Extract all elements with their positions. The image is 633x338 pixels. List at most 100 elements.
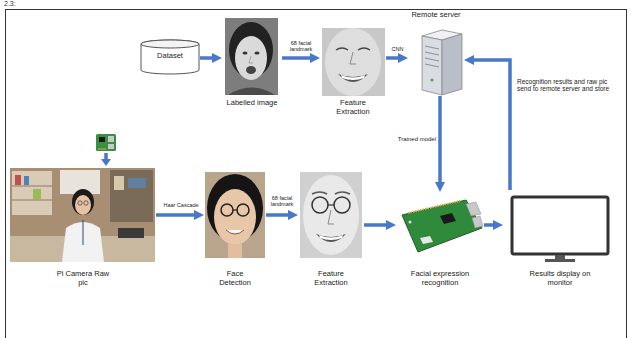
connector-label: CNN [387, 46, 408, 52]
connector-label: Recognition results and raw pic send to … [517, 78, 615, 92]
cylinder-outline [141, 40, 199, 74]
image-panel: Labelled image [222, 16, 282, 112]
monitor-icon [512, 197, 608, 254]
raspberry-pi-board [440, 213, 456, 224]
cropped-face-grey [325, 28, 381, 96]
pi-camera-photo [33, 189, 41, 199]
flow-arrow [200, 56, 214, 60]
flow-arrow [266, 213, 290, 217]
node-caption: Results display on monitor [528, 270, 592, 287]
labelled-face-photo [246, 66, 256, 74]
connector-label: Trained model [394, 136, 436, 143]
pi-camera-photo [10, 168, 155, 262]
cropped-face-grey [350, 52, 356, 64]
node-caption: Pi Camera Raw pic [53, 270, 113, 287]
pi-camera-photo [12, 186, 52, 187]
cropped-face-glasses [303, 175, 359, 255]
raspberry-pi-icon [99, 137, 105, 142]
pi-camera-photo [128, 178, 146, 188]
pi-camera-photo [118, 228, 144, 238]
flow-arrow [386, 56, 400, 60]
node-caption: Face Detection [210, 270, 260, 287]
pi-camera-photo [114, 176, 124, 190]
flow-arrow [364, 223, 388, 227]
cropped-face-glasses [300, 172, 362, 258]
detected-face-photo [233, 209, 237, 210]
raspberry-pi-board [408, 201, 460, 213]
dataset-cylinder: Dataset [140, 40, 200, 74]
server-icon [431, 79, 434, 82]
server-icon [422, 30, 462, 95]
pi-camera-photo [15, 175, 21, 185]
camera-feed-arrow [104, 153, 108, 160]
cropped-face-glasses [334, 197, 350, 213]
cropped-face-grey [358, 48, 370, 50]
connector-label: 68 facial landmark [281, 40, 321, 52]
server-icon [425, 46, 439, 49]
raspberry-pi-board [472, 216, 483, 228]
raspberry-pi-icon [108, 144, 114, 149]
raspberry-pi-icon [108, 136, 114, 142]
camera-feed-arrow [101, 153, 111, 166]
detected-face-photo [228, 244, 242, 258]
pi-camera-photo [75, 195, 91, 215]
raspberry-pi-board [402, 200, 482, 252]
cropped-face-glasses [300, 172, 362, 258]
labelled-face-photo [235, 36, 267, 80]
monitor-node: Results display on monitor [503, 190, 617, 292]
labelled-face-photo [255, 52, 260, 55]
pi-camera-photo [12, 200, 52, 201]
cropped-face-grey [322, 28, 385, 96]
raspberry-pi-icon [98, 149, 106, 150]
cropped-face-grey [336, 48, 348, 50]
pi-camera-photo [83, 220, 84, 245]
photo-panel: Pi Camera Raw pic [10, 166, 156, 292]
cropped-face-grey [341, 75, 365, 80]
pi-camera-photo [78, 201, 82, 205]
raspberry-pi-board [402, 200, 483, 252]
node-caption: Remote server [411, 11, 461, 20]
detected-face-photo [205, 172, 265, 258]
image-panel: Face Detection [204, 170, 266, 292]
node-caption: Labelled image [222, 99, 282, 108]
flow-arrow [438, 96, 442, 184]
flow-arrow [156, 213, 196, 217]
node-caption: Feature Extraction [328, 99, 378, 116]
detected-face-photo [221, 204, 233, 216]
cropped-face-glasses [319, 235, 343, 240]
flow-arrow [472, 60, 510, 190]
labelled-face-photo [249, 56, 253, 63]
flow-arrow [484, 223, 495, 227]
cropped-face-grey [338, 74, 368, 82]
server-icon [425, 64, 439, 67]
detected-face-photo [214, 189, 256, 245]
monitor-icon [545, 259, 575, 262]
figure-number: 2.3: [4, 0, 16, 8]
cylinder-outline [141, 40, 199, 48]
pi-camera-photo [110, 170, 153, 222]
cropped-face-glasses [316, 234, 346, 242]
figure-frame [6, 10, 627, 338]
detected-face-photo [237, 204, 249, 216]
cropped-face-grey [322, 28, 385, 96]
raspberry-pi-icon [96, 134, 116, 151]
labelled-face-photo [228, 88, 275, 96]
cropped-face-glasses [335, 192, 350, 194]
connector-label: 68 facial landmark [266, 195, 298, 207]
pi-camera-photo [24, 176, 29, 185]
pi-camera-photo [12, 171, 52, 215]
detected-face-photo [205, 172, 265, 258]
node-caption: Facial expression recognition [408, 270, 472, 287]
server-icon [425, 52, 439, 55]
monitor-icon [512, 197, 608, 262]
labelled-face-photo [243, 52, 248, 55]
server-icon [442, 34, 462, 95]
cropped-face-glasses [312, 197, 328, 213]
raspberry-pi-board [409, 221, 412, 224]
connector-label: Haar Cascade [158, 202, 204, 208]
raspberry-pi-board [420, 236, 433, 244]
labelled-face-photo [225, 18, 278, 95]
node-caption: Feature Extraction [306, 270, 356, 287]
